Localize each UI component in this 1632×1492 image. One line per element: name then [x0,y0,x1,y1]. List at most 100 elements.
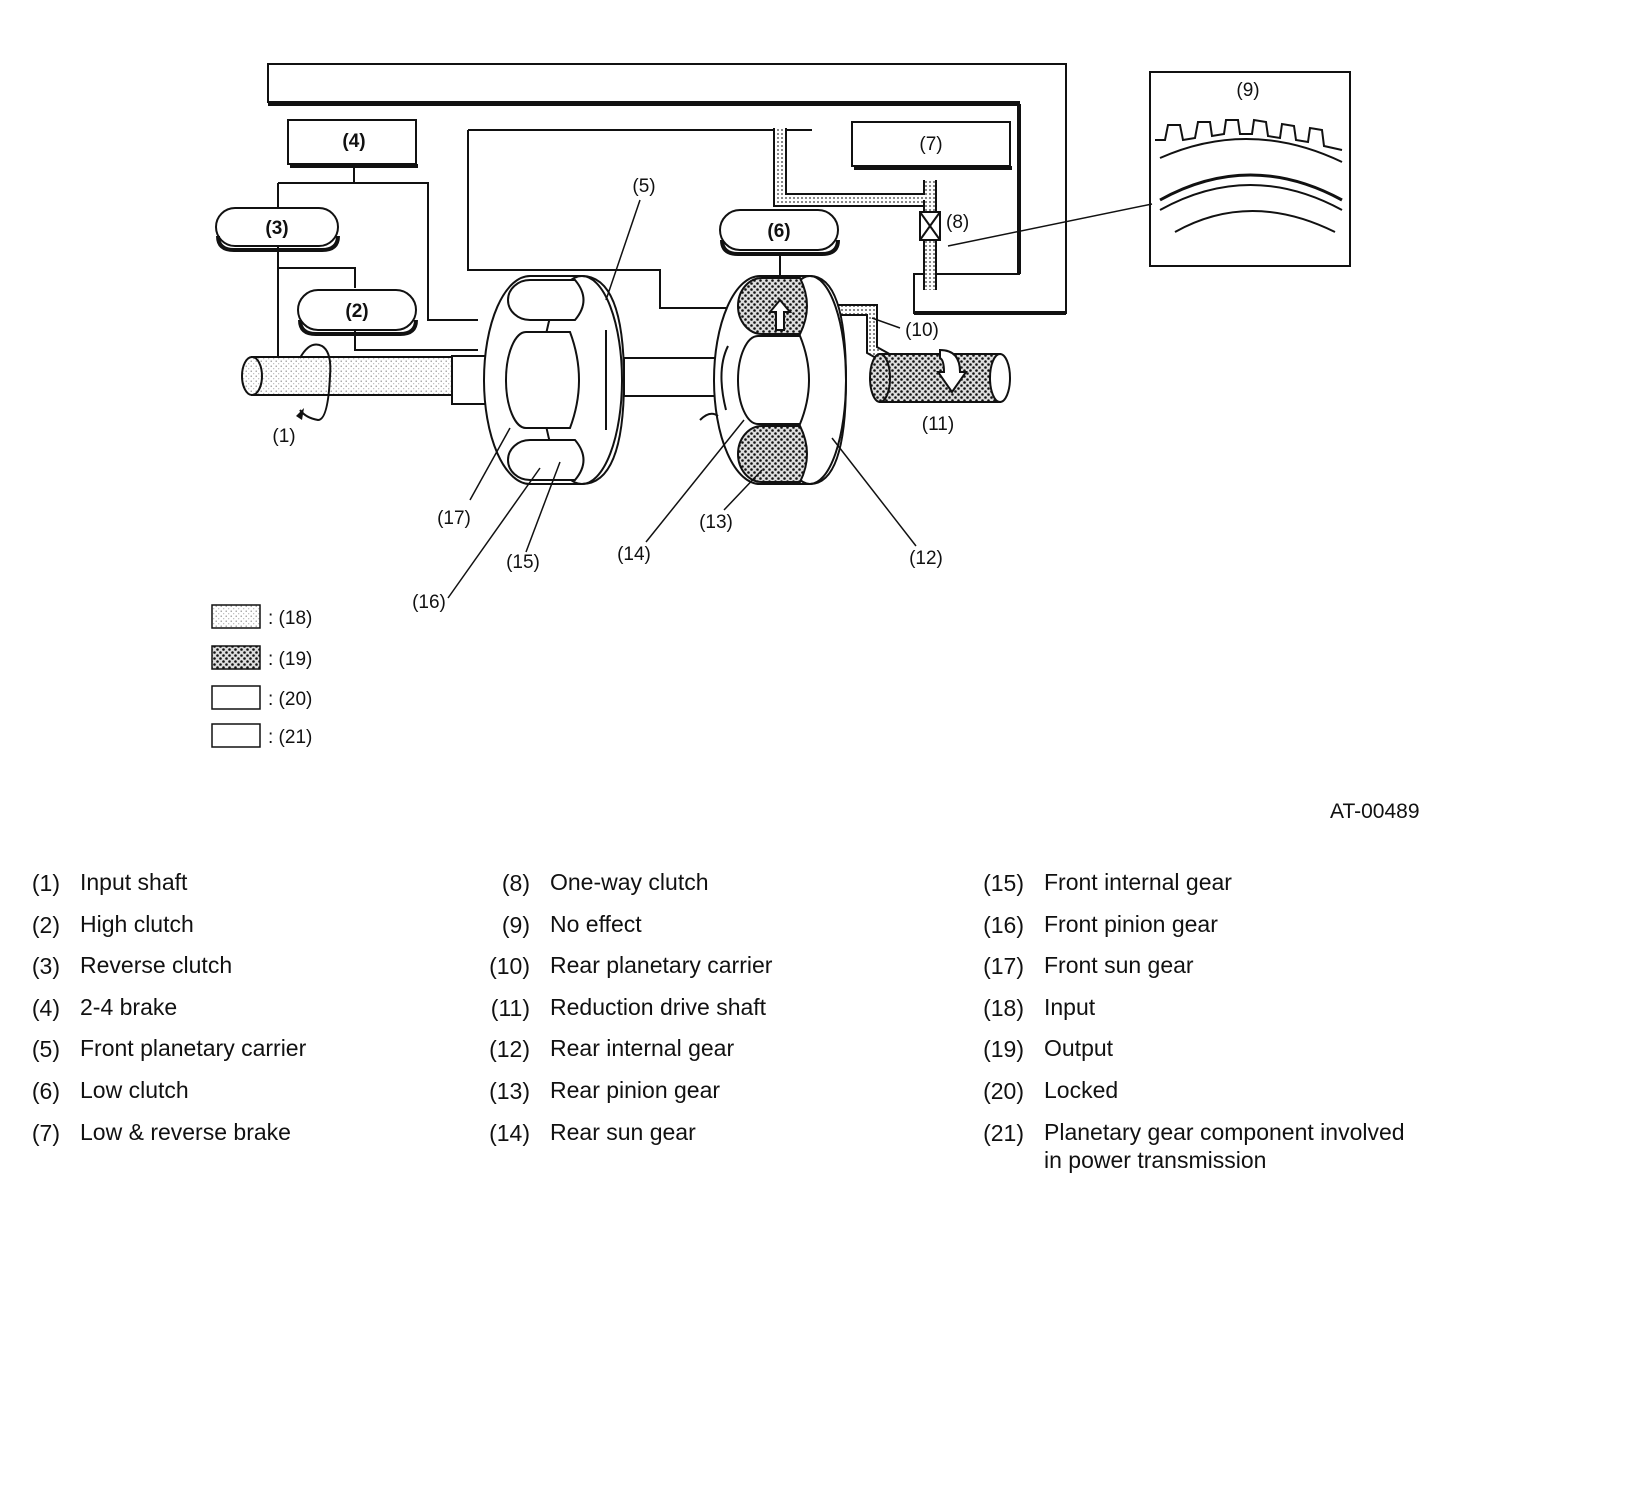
legend-item: (1) Input shaft [6,869,460,914]
callout-12: (12) [909,548,943,569]
legend-item: (11) Reduction drive shaft [476,994,930,1039]
legend-num: (21) [983,1119,1024,1146]
callout-3: (3) [265,218,288,239]
legend-text: Rear internal gear [550,1035,735,1062]
callout-7: (7) [919,134,942,155]
legend-item: (2) High clutch [6,911,460,956]
legend-text: No effect [550,910,642,937]
one-way-clutch-symbol [919,211,941,241]
legend-num: (17) [983,953,1024,980]
legend-item: (16) Front pinion gear [970,911,1424,956]
callout-6: (6) [767,221,790,242]
one-way-clutch-detail-inset [1149,71,1351,267]
leader-lines [447,199,917,599]
legend-num: (18) [983,994,1024,1021]
callout-14: (14) [617,544,651,565]
input-shaft [241,343,513,422]
legend-text: Rear planetary carrier [550,952,773,979]
legend-num: (19) [983,1036,1024,1063]
low-reverse-brake [851,121,1011,167]
legend-text: Front sun gear [1044,952,1194,979]
legend-text: Input shaft [80,869,188,895]
legend-num: (7) [31,1119,60,1146]
swatch-output [211,645,261,670]
legend-num: (16) [983,911,1024,938]
swatch-label-19: : (19) [268,649,312,670]
rear-planetary-gearset [699,275,848,485]
legend-item: (20) Locked [970,1077,1424,1122]
legend-text: 2-4 brake [80,993,178,1020]
legend-num: (20) [983,1077,1024,1104]
callout-labels: (4) (3) (2) (6) (7) (8) (9) (5) (10) (11… [265,80,1259,613]
legend-item: (9) No effect [476,911,930,956]
legend-item: (15)Front internal gear [970,869,1424,914]
legend-text: One-way clutch [550,869,709,895]
legend-item: (7) Low & reverse brake [6,1119,460,1164]
swatch-label-20: : (20) [268,689,312,710]
legend-num: (4) [31,994,60,1021]
callout-16: (16) [412,592,446,613]
legend-item: (17) Front sun gear [970,952,1424,997]
legend-text: Low clutch [80,1076,189,1103]
legend-num: (9) [501,911,530,938]
legend-item: (14)Rear sun gear [476,1119,930,1164]
callout-13: (13) [699,512,733,533]
callout-2: (2) [345,301,368,322]
legend-item: (3)Reverse clutch [6,952,460,997]
legend-num: (10) [489,953,530,980]
swatch-legend: : (18) : (19) : (20) : (21) [211,604,312,748]
callout-11: (11) [922,414,954,435]
legend-text: Front pinion gear [1044,910,1218,937]
callout-1: (1) [272,426,295,447]
legend-item: (4) 2-4 brake [6,994,460,1039]
legend-item: (21) Planetary gear component involved in… [970,1119,1424,1173]
legend-num: (12) [489,1036,530,1063]
legend-num: (8) [501,870,530,896]
legend-item: (10) Rear planetary carrier [476,952,930,997]
housing-frame [267,63,1067,314]
front-planetary-gearset [483,275,626,485]
high-clutch [297,289,417,331]
figure-code: AT-00489 [1330,800,1420,823]
legend-num: (13) [489,1077,530,1104]
legend-item: (19)Output [970,1035,1424,1080]
legend-text: Rear sun gear [550,1118,696,1145]
callout-4: (4) [342,131,365,152]
legend-text: Low & reverse brake [80,1118,291,1145]
legend-text: Planetary gear component involved in pow… [1044,1118,1405,1173]
legend-item: (18) Input [970,994,1424,1039]
legend-item: (13) Rear pinion gear [476,1077,930,1122]
reduction-drive-shaft [869,348,1011,403]
legend-item: (8) One-way clutch [476,869,930,914]
legend-item: (12) Rear internal gear [476,1035,930,1080]
callout-5: (5) [632,176,655,197]
legend-text: Front planetary carrier [80,1035,307,1062]
legend-num: (2) [31,911,60,938]
callout-15: (15) [506,552,540,573]
legend-column-1: (1) Input shaft (2) High clutch (3)Reverse… [6,869,460,1164]
swatch-input [211,604,261,629]
legend-text: Locked [1044,1076,1119,1103]
legend-column-2: (8) One-way clutch (9) No effect (10) Rear … [476,869,930,1164]
legend-text: High clutch [80,910,194,937]
legend-num: (5) [31,1036,60,1063]
swatch-locked [211,685,261,710]
legend-column-3: (15)Front internal gear (16) Front pinion… [970,869,1424,1173]
legend-num: (11) [490,994,530,1021]
brake-2-4 [287,119,417,165]
swatch-label-21: : (21) [268,727,312,748]
swatch-component [211,723,261,748]
legend-num: (3) [31,953,60,980]
low-clutch [719,209,839,251]
callout-17: (17) [437,508,471,529]
callout-8: (8) [946,212,969,233]
legend-text: Rear pinion gear [550,1076,721,1103]
legend-text: Input [1044,993,1096,1020]
legend-item: (5) Front planetary carrier [6,1035,460,1080]
legend-item: (6)Low clutch [6,1077,460,1122]
callout-10: (10) [905,320,939,341]
legend-num: (1) [31,870,60,896]
legend-num: (15) [983,870,1024,896]
legend-text: Reduction drive shaft [550,993,767,1020]
